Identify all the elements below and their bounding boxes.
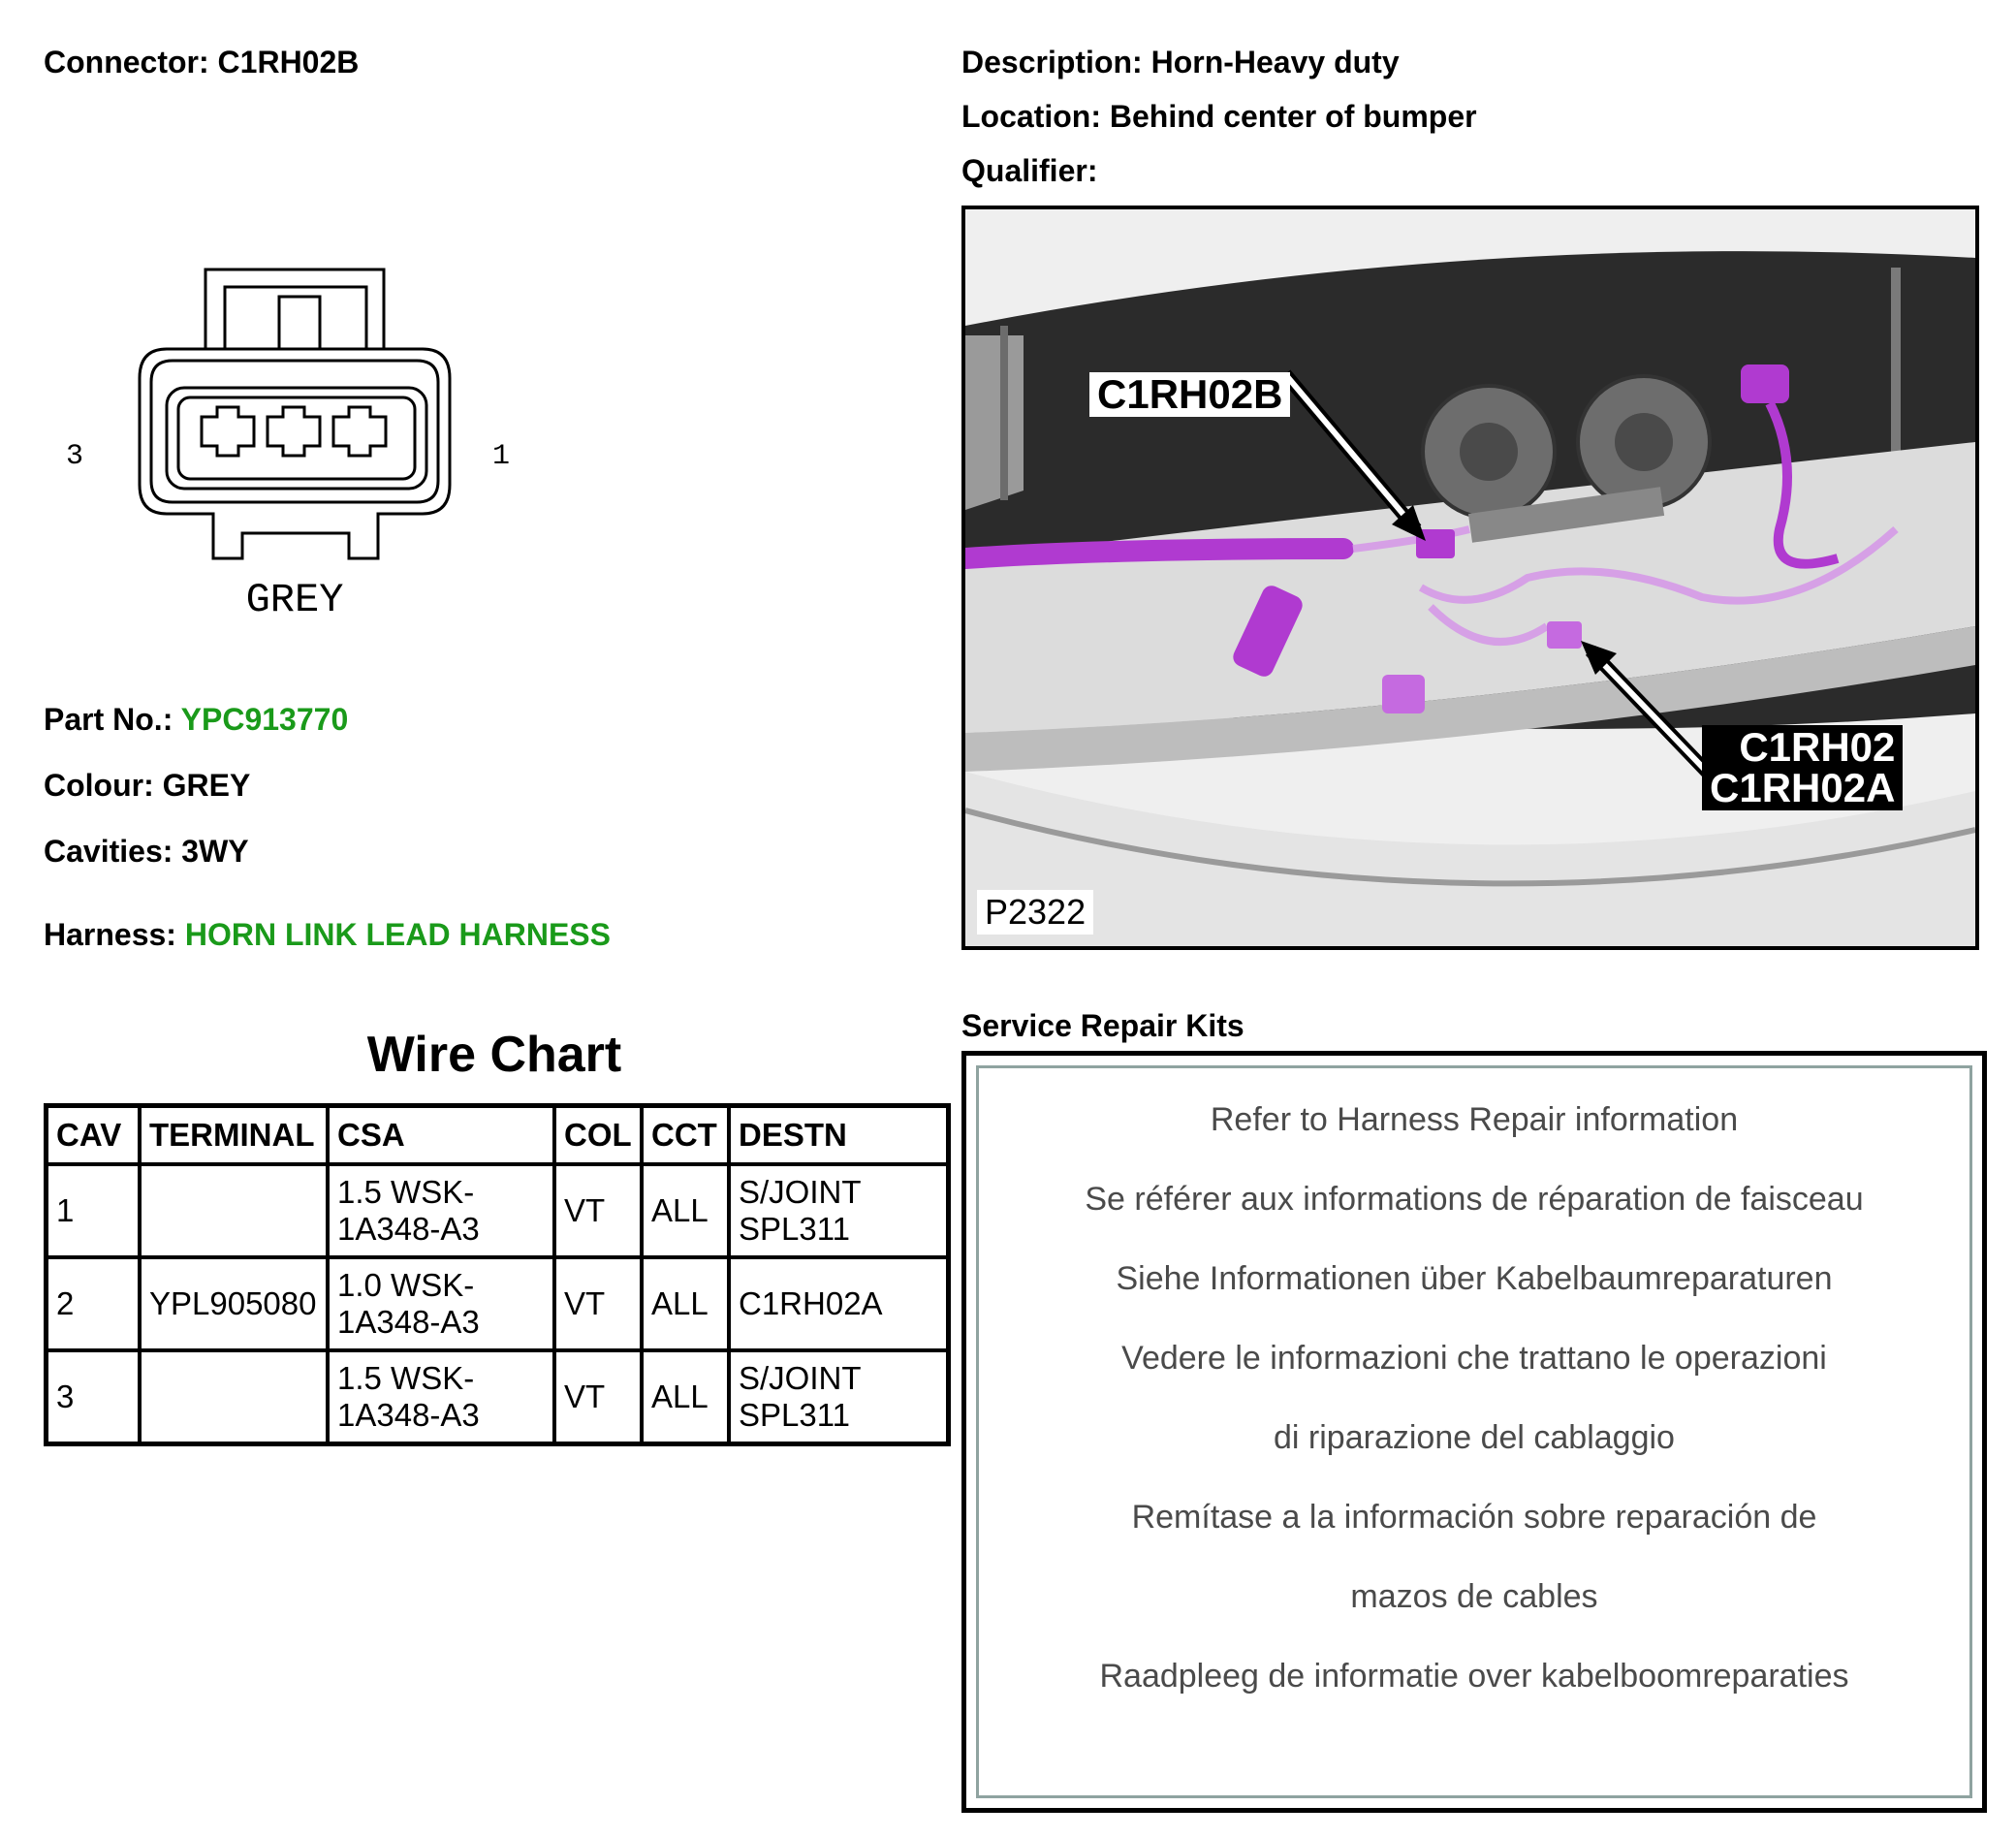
cell-cav: 3 (44, 1348, 142, 1446)
service-repair-kits-title: Service Repair Kits (961, 1008, 1244, 1043)
location-label: Location: (961, 99, 1101, 134)
description-field: Description: Horn-Heavy duty (961, 45, 1400, 80)
pin-label-left: 3 (66, 440, 83, 473)
wire-chart-table: CAV TERMINAL CSA COL CCT DESTN 1 1.5 WSK… (44, 1103, 951, 1446)
cavity-group (200, 405, 388, 458)
photo-id-label: P2322 (977, 890, 1094, 935)
kit-line: Se référer aux informations de réparatio… (1085, 1181, 1864, 1218)
kit-line: Siehe Informationen über Kabelbaumrepara… (1116, 1260, 1833, 1297)
connector-value: C1RH02B (217, 45, 360, 79)
cell-csa: 1.0 WSK-1A348-A3 (326, 1255, 556, 1352)
kit-line: Vedere le informazioni che trattano le o… (1121, 1340, 1827, 1377)
callout-c1rh02b: C1RH02B (1089, 372, 1291, 417)
kit-line: mazos de cables (1350, 1578, 1598, 1615)
cell-cct: ALL (640, 1162, 731, 1259)
kit-line: Refer to Harness Repair information (1210, 1101, 1739, 1138)
header-destn: DESTN (727, 1103, 951, 1166)
cell-csa: 1.5 WSK-1A348-A3 (326, 1162, 556, 1259)
cavities-field: Cavities: 3WY (44, 834, 249, 870)
callout-c1rh02: C1RH02 (1739, 724, 1896, 770)
cell-col: VT (552, 1348, 644, 1446)
header-terminal: TERMINAL (138, 1103, 330, 1166)
destn-line: S/JOINT (739, 1174, 862, 1210)
callout-c1rh02-group: C1RH02 C1RH02A (1702, 724, 1904, 810)
cell-cav: 1 (44, 1162, 142, 1259)
cell-csa: 1.5 WSK-1A348-A3 (326, 1348, 556, 1446)
header-cct: CCT (640, 1103, 731, 1166)
cell-col: VT (552, 1162, 644, 1259)
destn-line: S/JOINT (739, 1360, 862, 1396)
csa-line: 1.5 WSK- (337, 1360, 475, 1396)
kit-line: Raadpleeg de informatie over kabelboomre… (1099, 1658, 1849, 1695)
location-photo: C1RH02B C1RH02 C1RH02A P2322 (961, 206, 1979, 950)
service-repair-kits-box: Refer to Harness Repair information Se r… (961, 1051, 1987, 1813)
location-field: Location: Behind center of bumper (961, 99, 1477, 135)
photo-illustration (965, 209, 1975, 946)
connector-face-diagram: 3 1 GREY (66, 268, 510, 623)
colour-field: Colour: GREY (44, 768, 250, 804)
header-col: COL (552, 1103, 644, 1166)
cavities-label: Cavities: (44, 834, 173, 869)
csa-line: 1A348-A3 (337, 1397, 480, 1433)
harness-label: Harness: (44, 917, 176, 952)
destn-line: SPL311 (739, 1397, 850, 1433)
wire-chart-title: Wire Chart (366, 1027, 622, 1083)
connector-colour-text: GREY (246, 577, 344, 623)
connector-c1rh02b-marker (1416, 529, 1455, 558)
location-value: Behind center of bumper (1109, 99, 1477, 134)
table-row: 2 YPL905080 1.0 WSK-1A348-A3 VT ALL C1RH… (44, 1255, 951, 1352)
connector-c1rh02-marker (1547, 621, 1582, 649)
harness-field: Harness: HORN LINK LEAD HARNESS (44, 917, 611, 953)
pin-label-right: 1 (492, 440, 510, 473)
cell-col: VT (552, 1255, 644, 1352)
cavities-value: 3WY (181, 834, 249, 869)
cell-cav: 2 (44, 1255, 142, 1352)
cell-terminal (138, 1348, 330, 1446)
colour-label: Colour: (44, 768, 154, 803)
cell-terminal (138, 1162, 330, 1259)
callout-c1rh02a: C1RH02A (1710, 765, 1896, 810)
part-number-link[interactable]: YPC913770 (180, 702, 349, 737)
csa-line: 1.0 WSK- (337, 1267, 475, 1303)
harness-link[interactable]: HORN LINK LEAD HARNESS (184, 917, 611, 952)
header-csa: CSA (326, 1103, 556, 1166)
cell-cct: ALL (640, 1348, 731, 1446)
qualifier-field: Qualifier: (961, 153, 1097, 189)
csa-line: 1.5 WSK- (337, 1174, 475, 1210)
header-cav: CAV (44, 1103, 142, 1166)
part-number-field: Part No.: YPC913770 (44, 702, 348, 738)
description-label: Description: (961, 45, 1143, 79)
description-value: Horn-Heavy duty (1150, 45, 1400, 79)
qualifier-label: Qualifier: (961, 153, 1098, 188)
cell-cct: ALL (640, 1255, 731, 1352)
csa-line: 1A348-A3 (337, 1304, 480, 1340)
kit-line: di riparazione del cablaggio (1274, 1419, 1675, 1456)
service-repair-kits-inner: Refer to Harness Repair information Se r… (976, 1065, 1972, 1798)
kit-line: Remítase a la información sobre reparaci… (1131, 1499, 1817, 1536)
csa-line: 1A348-A3 (337, 1211, 480, 1247)
connector-field: Connector: C1RH02B (44, 45, 359, 80)
cell-terminal: YPL905080 (138, 1255, 330, 1352)
colour-value: GREY (162, 768, 251, 803)
part-number-label: Part No.: (44, 702, 173, 737)
table-header-row: CAV TERMINAL CSA COL CCT DESTN (44, 1103, 951, 1166)
destn-line: C1RH02A (739, 1285, 883, 1321)
harness-main-lead (965, 538, 1354, 569)
destn-line: SPL311 (739, 1211, 850, 1247)
connector-label: Connector: (44, 45, 209, 79)
cell-destn: C1RH02A (727, 1255, 951, 1352)
